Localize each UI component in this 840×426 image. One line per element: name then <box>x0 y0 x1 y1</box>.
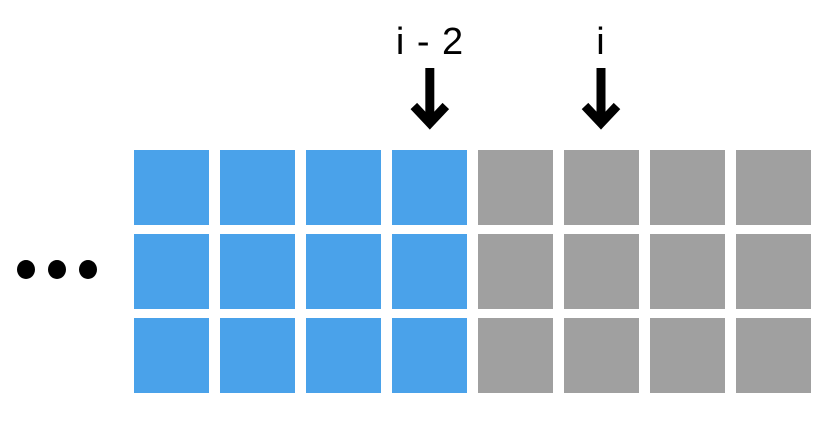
grid-cell-blue <box>392 150 467 225</box>
grid-cell-blue <box>392 318 467 393</box>
grid-cell-blue <box>134 234 209 309</box>
grid-cell-gray <box>478 150 553 225</box>
ellipsis-dot <box>17 260 35 279</box>
grid-cell-gray <box>736 318 811 393</box>
ellipsis-dot <box>79 260 97 279</box>
grid-cell-gray <box>478 234 553 309</box>
grid-cell-blue <box>306 150 381 225</box>
pointer-i-minus-2-label: i - 2 <box>395 21 465 63</box>
grid-cell-blue <box>134 150 209 225</box>
pointer-i-label: i <box>596 21 606 63</box>
grid-cell-blue <box>306 318 381 393</box>
grid-cell-gray <box>650 150 725 225</box>
ellipsis-dot <box>48 260 66 279</box>
grid-cell-gray <box>478 318 553 393</box>
grid-cell-blue <box>306 234 381 309</box>
grid-cell-blue <box>220 150 295 225</box>
pointer-i-minus-2: i - 2 <box>396 20 464 132</box>
pointer-i: i <box>581 20 621 132</box>
ellipsis <box>17 260 97 279</box>
grid-cell-gray <box>650 318 725 393</box>
grid-cell-gray <box>564 150 639 225</box>
grid-cell-blue <box>220 318 295 393</box>
grid-cell-blue <box>134 318 209 393</box>
square-grid <box>134 150 811 393</box>
grid-cell-gray <box>650 234 725 309</box>
grid-cell-gray <box>564 318 639 393</box>
grid-cell-blue <box>220 234 295 309</box>
down-arrow-icon <box>410 68 450 130</box>
grid-cell-gray <box>736 150 811 225</box>
grid-cell-gray <box>736 234 811 309</box>
grid-cell-gray <box>564 234 639 309</box>
down-arrow-icon <box>581 68 621 130</box>
grid-cell-blue <box>392 234 467 309</box>
